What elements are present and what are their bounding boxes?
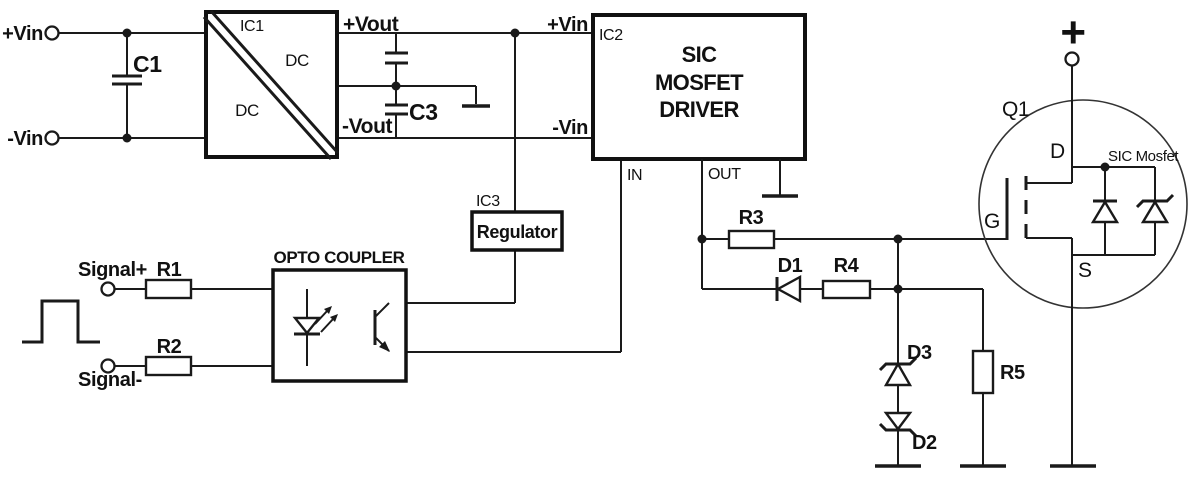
ic2-ref-label: IC2: [599, 27, 623, 44]
junction-dots: [122, 28, 1110, 294]
ic2-box: [591, 13, 807, 161]
ic1-box: [204, 10, 339, 159]
signal-input: Signal+ Signal- R1 R2: [22, 259, 307, 391]
sic-mosfet-q1: + Q1 D G S SIC Mosfet: [978, 8, 1188, 466]
opto-title: OPTO COUPLER: [274, 248, 405, 267]
driver-ic2: IC2 SIC MOSFET DRIVER +Vin -Vin IN OUT: [547, 13, 807, 198]
ic2-title-line1: SIC: [682, 42, 718, 67]
led-arrowhead-2: [330, 314, 338, 322]
ic1-diagonal: [202, 10, 340, 160]
regulator-ic3: IC3 Regulator: [470, 193, 564, 252]
d1-label: D1: [778, 255, 803, 277]
zener-d2-bar: [878, 422, 918, 438]
resistor-r5: [971, 349, 995, 395]
d2-label: D2: [912, 432, 937, 454]
terminal-signal-plus: [100, 281, 116, 297]
power-input-section: +Vin -Vin C1: [2, 23, 204, 150]
q1-label: Q1: [1002, 98, 1029, 121]
regulator-label: Regulator: [477, 222, 558, 242]
cap-c3-plates: [385, 51, 408, 116]
signal-wires: [115, 288, 307, 367]
c1-label: C1: [133, 51, 162, 77]
diode-d1-triangle: [775, 274, 802, 304]
opto-coupler: OPTO COUPLER: [271, 248, 408, 383]
phototransistor-emitter-arrow: [379, 341, 390, 352]
supply-plus-sign: +: [1060, 8, 1085, 57]
mosfet-wires: [1026, 66, 1156, 466]
ic1-dc-top-label: DC: [285, 51, 309, 70]
c3-label: C3: [409, 99, 438, 125]
source-label: S: [1078, 259, 1092, 282]
sic-mosfet-note: SIC Mosfet: [1108, 148, 1179, 165]
junction-dot: [1100, 162, 1110, 172]
r1-label: R1: [157, 259, 182, 281]
r2-label: R2: [157, 336, 182, 358]
signal-plus-label: Signal+: [78, 259, 147, 281]
ic2-out-pin-label: OUT: [708, 166, 741, 183]
terminal-vin-minus: [44, 130, 60, 146]
led-emission-arrows: [314, 309, 335, 333]
junction-dot: [893, 234, 903, 244]
led-triangle: [292, 316, 322, 335]
ic2-title-line2: MOSFET: [655, 70, 744, 95]
drain-label: D: [1050, 140, 1065, 163]
terminal-supply-plus: [1064, 51, 1080, 67]
junction-dot: [510, 28, 520, 38]
ic1-dc-bottom-label: DC: [235, 101, 259, 120]
dcdc-converter-ic1: IC1 DC DC: [202, 10, 340, 160]
ic2-in-pin-label: IN: [627, 167, 642, 184]
body-zener-bar: [1135, 193, 1175, 209]
zener-d3-triangle: [883, 361, 913, 387]
r5-label: R5: [1000, 362, 1025, 384]
resistor-r2: [144, 355, 193, 377]
converter-output-section: +Vout -Vout C3: [339, 13, 622, 353]
signal-minus-label: Signal-: [78, 369, 142, 391]
r3-label: R3: [739, 207, 764, 229]
body-zener-triangle: [1140, 199, 1170, 224]
ic3-ref-label: IC3: [476, 193, 500, 210]
ic2-title-line3: DRIVER: [659, 97, 739, 122]
junction-dot: [122, 28, 132, 38]
zener-d3-bar: [878, 356, 918, 372]
q1-circle: [978, 99, 1188, 309]
terminal-vin-plus: [44, 25, 60, 41]
resistor-r4: [821, 279, 872, 300]
opto-box: [271, 268, 408, 383]
ic2-vin-minus-label: -Vin: [552, 117, 588, 139]
square-wave-symbol: [22, 299, 100, 344]
zener-d2-triangle: [883, 411, 913, 431]
vin-minus-label: -Vin: [7, 128, 43, 150]
junction-dot: [893, 284, 903, 294]
d3-label: D3: [907, 342, 932, 364]
junction-dot: [122, 133, 132, 143]
cap-c1: [112, 74, 142, 86]
terminal-signal-minus: [100, 358, 116, 374]
resistor-r3: [727, 229, 776, 250]
vout-plus-label: +Vout: [343, 13, 399, 36]
vin-plus-label: +Vin: [2, 23, 43, 45]
ic3-box: [470, 210, 564, 252]
junction-dot: [697, 234, 707, 244]
led-arrowhead-1: [324, 306, 332, 314]
gate-network-wires: [701, 159, 1007, 466]
junction-dot: [391, 81, 401, 91]
body-diode-triangle: [1090, 199, 1120, 224]
vout-minus-label: -Vout: [342, 115, 392, 138]
resistor-r1: [144, 278, 193, 300]
ic2-vin-plus-label: +Vin: [547, 14, 588, 36]
ic1-ref-label: IC1: [240, 18, 264, 35]
gate-resistor-network: R3 D1 R4 D3 R5 D2: [701, 159, 1025, 466]
r4-label: R4: [834, 255, 860, 277]
gate-label: G: [984, 210, 1000, 233]
